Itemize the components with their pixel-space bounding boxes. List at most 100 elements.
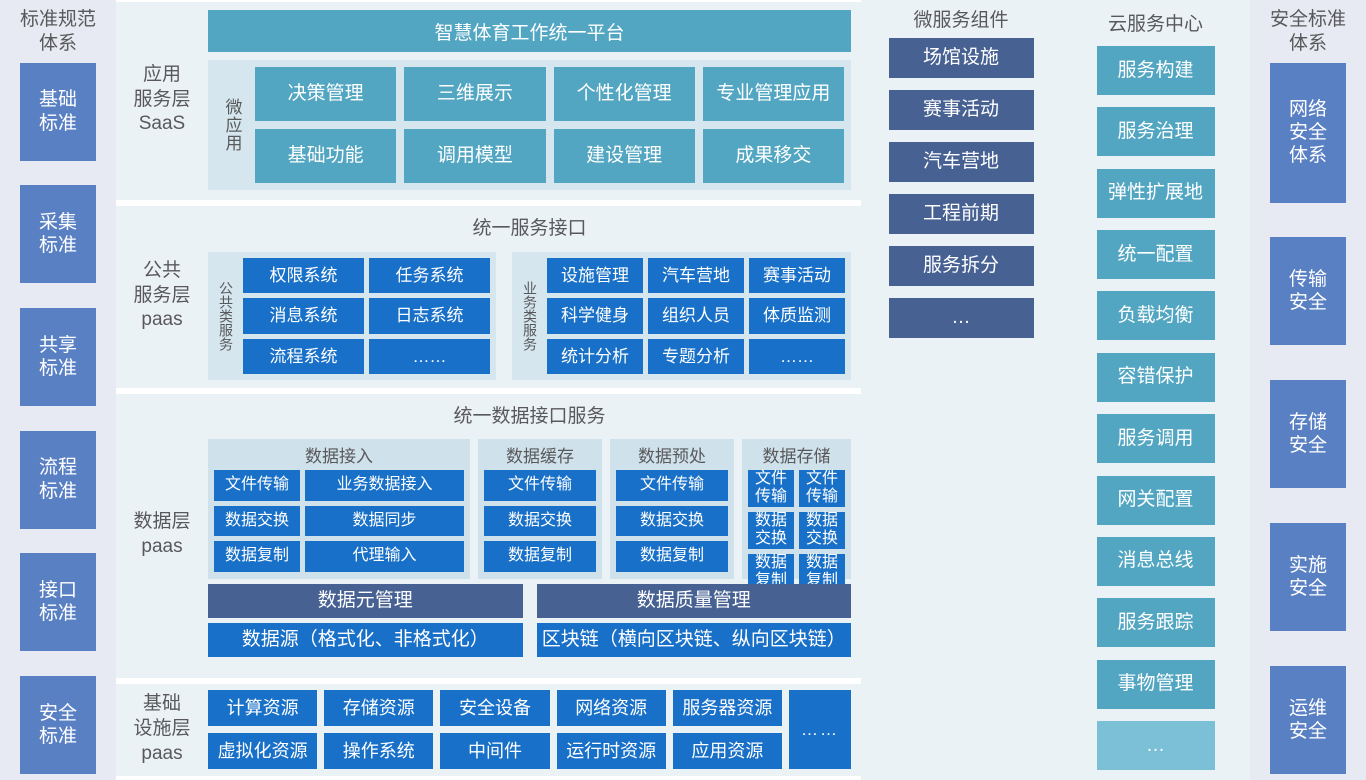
business-scientific-fitness[interactable]: 科学健身	[547, 298, 643, 334]
microservice-more[interactable]: …	[888, 298, 1034, 338]
app-construction-management[interactable]: 建设管理	[553, 129, 695, 183]
security-item-transmission[interactable]: 传输安全	[1270, 237, 1346, 346]
data-access-data-exchange[interactable]: 数据交换	[214, 505, 300, 537]
service-more[interactable]: ……	[369, 338, 490, 374]
app-basic-functions[interactable]: 基础功能	[255, 129, 397, 183]
app-invocation-model[interactable]: 调用模型	[404, 129, 546, 183]
service-log[interactable]: 日志系统	[369, 298, 490, 334]
data-access-data-replication[interactable]: 数据复制	[214, 541, 300, 572]
service-workflow[interactable]: 流程系统	[243, 338, 364, 374]
app-decision-management[interactable]: 决策管理	[255, 67, 397, 121]
app-professional-management[interactable]: 专业管理应用	[702, 67, 844, 121]
cloud-gateway-config[interactable]: 网关配置	[1096, 475, 1215, 525]
data-cache-grid: 文件传输 数据交换 数据复制	[484, 470, 596, 572]
cloud-service-governance[interactable]: 服务治理	[1096, 107, 1215, 157]
application-grid: 决策管理 三维展示 个性化管理 专业管理应用 基础功能 调用模型 建设管理 成果…	[255, 67, 844, 183]
data-source[interactable]: 数据源（格式化、非格式化）	[208, 623, 523, 657]
data-cache-file-transfer[interactable]: 文件传输	[484, 470, 596, 501]
microservice-rv-camp[interactable]: 汽车营地	[888, 142, 1034, 182]
data-groups: 数据接入 文件传输 业务数据接入 数据交换 数据同步 数据复制 代理输入	[208, 439, 851, 591]
app-personalized-management[interactable]: 个性化管理	[553, 67, 695, 121]
application-layer-body: 智慧体育工作统一平台 微应用 决策管理 三维展示 个性化管理 专业管理应用 基础…	[208, 10, 851, 190]
data-cache-data-exchange[interactable]: 数据交换	[484, 505, 596, 537]
data-preprocess-file-transfer[interactable]: 文件传输	[616, 470, 728, 501]
standard-item-security[interactable]: 安全标准	[20, 675, 96, 774]
infra-storage-resource[interactable]: 存储资源	[324, 690, 434, 726]
cloud-service-build[interactable]: 服务构建	[1096, 46, 1215, 95]
data-storage-data-exchange-1[interactable]: 数据交换	[748, 511, 794, 549]
data-preprocess-data-replication[interactable]: 数据复制	[616, 541, 728, 572]
cloud-elastic-scaling[interactable]: 弹性扩展地	[1096, 168, 1215, 218]
infra-runtime-resource[interactable]: 运行时资源	[556, 733, 666, 769]
microservice-service-split[interactable]: 服务拆分	[888, 246, 1034, 286]
infra-compute-resource[interactable]: 计算资源	[208, 690, 318, 726]
microservice-project-preliminary[interactable]: 工程前期	[888, 194, 1034, 234]
infra-virtualization-resource[interactable]: 虚拟化资源	[208, 733, 318, 769]
data-cache-data-replication[interactable]: 数据复制	[484, 541, 596, 572]
blockchain[interactable]: 区块链（横向区块链、纵向区块链）	[536, 623, 851, 657]
data-access-agent-input[interactable]: 代理输入	[305, 541, 464, 572]
business-facility-management[interactable]: 设施管理	[547, 258, 643, 294]
security-item-network[interactable]: 网络安全体系	[1270, 62, 1346, 203]
infra-operating-system[interactable]: 操作系统	[324, 733, 434, 769]
data-storage-file-transfer-1[interactable]: 文件传输	[748, 470, 794, 507]
standard-item-process[interactable]: 流程标准	[20, 430, 96, 529]
infra-security-device[interactable]: 安全设备	[440, 690, 550, 726]
cloud-service-tracing[interactable]: 服务跟踪	[1096, 598, 1215, 648]
service-message[interactable]: 消息系统	[243, 298, 364, 334]
data-storage-group: 数据存储 文件传输 文件传输 数据交换 数据交换 数据复制 数据复制	[742, 439, 851, 591]
cloud-service-invocation[interactable]: 服务调用	[1096, 414, 1215, 464]
cloud-fault-tolerance[interactable]: 容错保护	[1096, 352, 1215, 402]
infra-server-resource[interactable]: 服务器资源	[672, 690, 782, 726]
data-storage-data-exchange-2[interactable]: 数据交换	[799, 511, 845, 549]
data-storage-title: 数据存储	[762, 447, 831, 466]
data-cache-group: 数据缓存 文件传输 数据交换 数据复制	[478, 439, 602, 579]
security-item-storage[interactable]: 存储安全	[1270, 380, 1346, 489]
standard-item-interface[interactable]: 接口标准	[20, 553, 96, 652]
app-3d-display[interactable]: 三维展示	[404, 67, 546, 121]
right-security-column: 安全标准体系 网络安全体系 传输安全 存储安全 实施安全 运维安全	[1250, 0, 1366, 780]
business-physique-monitoring[interactable]: 体质监测	[749, 298, 845, 334]
data-access-group: 数据接入 文件传输 业务数据接入 数据交换 数据同步 数据复制 代理输入	[208, 439, 470, 579]
data-quality-management[interactable]: 数据质量管理	[536, 584, 851, 618]
standard-item-sharing[interactable]: 共享标准	[20, 307, 96, 406]
data-access-business-intake[interactable]: 业务数据接入	[305, 470, 464, 501]
data-access-data-sync[interactable]: 数据同步	[305, 505, 464, 537]
cloud-column-title: 云服务中心	[1107, 14, 1203, 35]
security-item-operations[interactable]: 运维安全	[1270, 666, 1346, 774]
data-access-file-transfer[interactable]: 文件传输	[214, 470, 300, 501]
cloud-message-bus[interactable]: 消息总线	[1096, 536, 1215, 586]
microservice-venue-facility[interactable]: 场馆设施	[888, 38, 1034, 78]
infra-application-resource[interactable]: 应用资源	[672, 733, 782, 769]
cloud-load-balancing[interactable]: 负载均衡	[1096, 291, 1215, 341]
business-events[interactable]: 赛事活动	[749, 258, 845, 294]
data-storage-file-transfer-2[interactable]: 文件传输	[799, 470, 845, 507]
microservice-events[interactable]: 赛事活动	[888, 90, 1034, 130]
cloud-transaction-management[interactable]: 事物管理	[1096, 659, 1215, 709]
infra-network-resource[interactable]: 网络资源	[556, 690, 666, 726]
infra-more[interactable]: ……	[789, 690, 851, 769]
business-statistical-analysis[interactable]: 统计分析	[547, 338, 643, 374]
service-task[interactable]: 任务系统	[369, 258, 490, 294]
common-service-vertical-tab: 公共类服务	[218, 281, 234, 351]
cloud-unified-config[interactable]: 统一配置	[1096, 230, 1215, 280]
data-preprocess-data-exchange[interactable]: 数据交换	[616, 505, 728, 537]
business-thematic-analysis[interactable]: 专题分析	[648, 338, 744, 374]
app-results-handover[interactable]: 成果移交	[702, 129, 844, 183]
standard-item-collection[interactable]: 采集标准	[20, 185, 96, 284]
metadata-management[interactable]: 数据元管理	[208, 584, 523, 618]
business-organization-staff[interactable]: 组织人员	[648, 298, 744, 334]
standard-item-basic[interactable]: 基础标准	[20, 62, 96, 161]
business-rv-camp[interactable]: 汽车营地	[648, 258, 744, 294]
service-permission[interactable]: 权限系统	[243, 258, 364, 294]
business-more[interactable]: ……	[749, 338, 845, 374]
cloud-more[interactable]: …	[1096, 720, 1215, 770]
security-item-implementation[interactable]: 实施安全	[1270, 523, 1346, 632]
data-access-title: 数据接入	[305, 447, 373, 466]
infra-middleware[interactable]: 中间件	[440, 733, 550, 769]
